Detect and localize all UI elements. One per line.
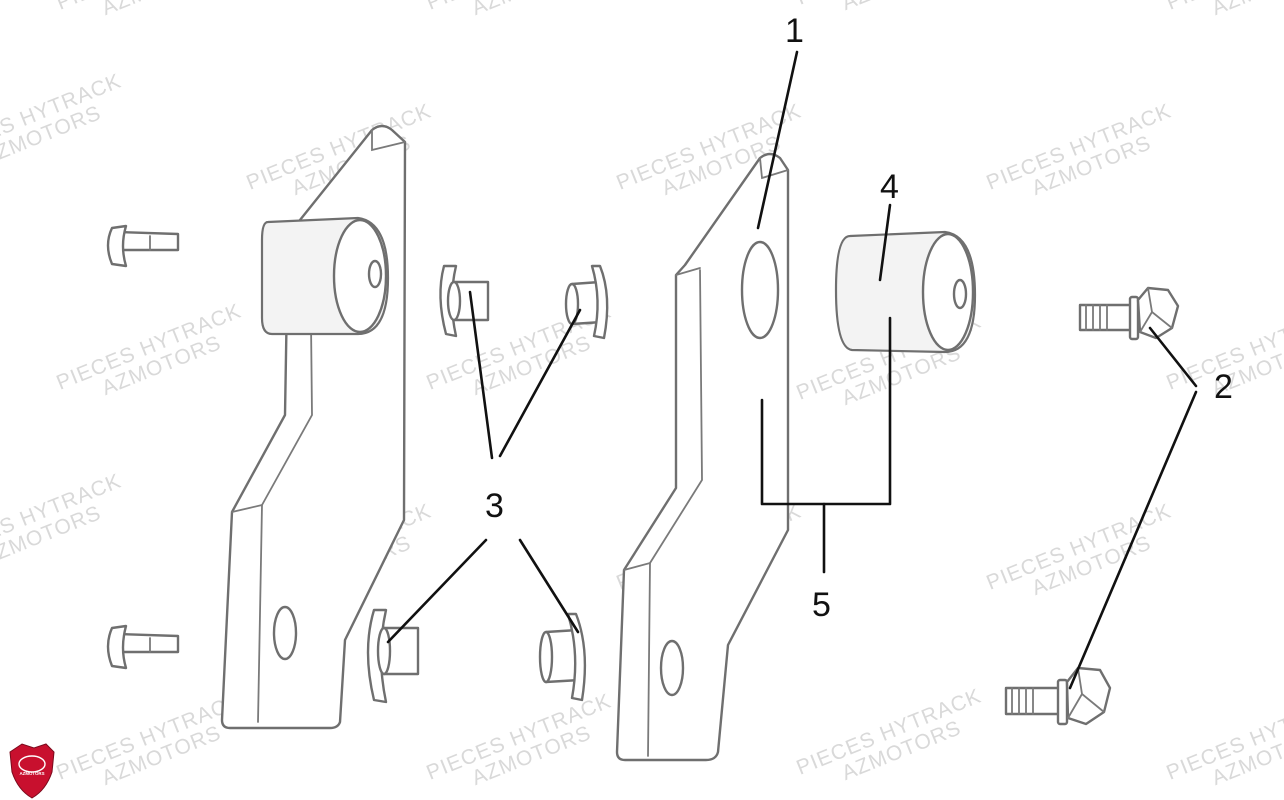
- leader-3-d: [518, 538, 580, 634]
- bushing-lower-left: [366, 608, 420, 704]
- watermark-line2: AZMOTORS: [1209, 0, 1284, 20]
- callout-4: 4: [880, 168, 899, 206]
- callout-labels: 1 2 3 4 5: [485, 12, 1233, 624]
- callout-1: 1: [785, 12, 804, 50]
- azmotors-logo: AZMOTORS: [9, 743, 55, 799]
- leader-1: [756, 50, 799, 230]
- leader-5-bracket: [760, 316, 892, 506]
- bushing-lower-right: [538, 612, 587, 702]
- left-bracket-hole: [272, 605, 298, 661]
- watermark-line2: AZMOTORS: [839, 0, 965, 15]
- leader-2-upper: [1148, 326, 1198, 388]
- collar-upper-left: [106, 224, 180, 268]
- bushing-upper-left: [439, 264, 490, 338]
- right-bracket-lower-hole: [659, 639, 685, 697]
- callout-3: 3: [485, 487, 504, 525]
- callout-2: 2: [1214, 368, 1233, 406]
- leader-3-c: [386, 538, 488, 644]
- bolt-upper: [1078, 286, 1180, 341]
- callout-5: 5: [812, 586, 831, 624]
- leader-4: [878, 203, 892, 282]
- logo-wordmark: AZMOTORS: [19, 771, 44, 776]
- right-bracket-upper-hole: [740, 240, 780, 340]
- watermark-line2: AZMOTORS: [469, 0, 595, 20]
- spacer-bushing: [834, 230, 977, 354]
- watermark-line2: AZMOTORS: [99, 0, 225, 20]
- right-bracket: [615, 152, 790, 762]
- leader-lines: [386, 50, 1198, 690]
- leader-3-a: [468, 290, 494, 460]
- collar-lower-left: [106, 624, 180, 670]
- leader-2-lower: [1068, 390, 1198, 690]
- bolt-lower: [1004, 666, 1112, 726]
- left-bracket-assembly: [220, 124, 407, 730]
- leader-3-b: [498, 308, 582, 458]
- watermark-line1: PIECES HYTRACK: [793, 0, 984, 10]
